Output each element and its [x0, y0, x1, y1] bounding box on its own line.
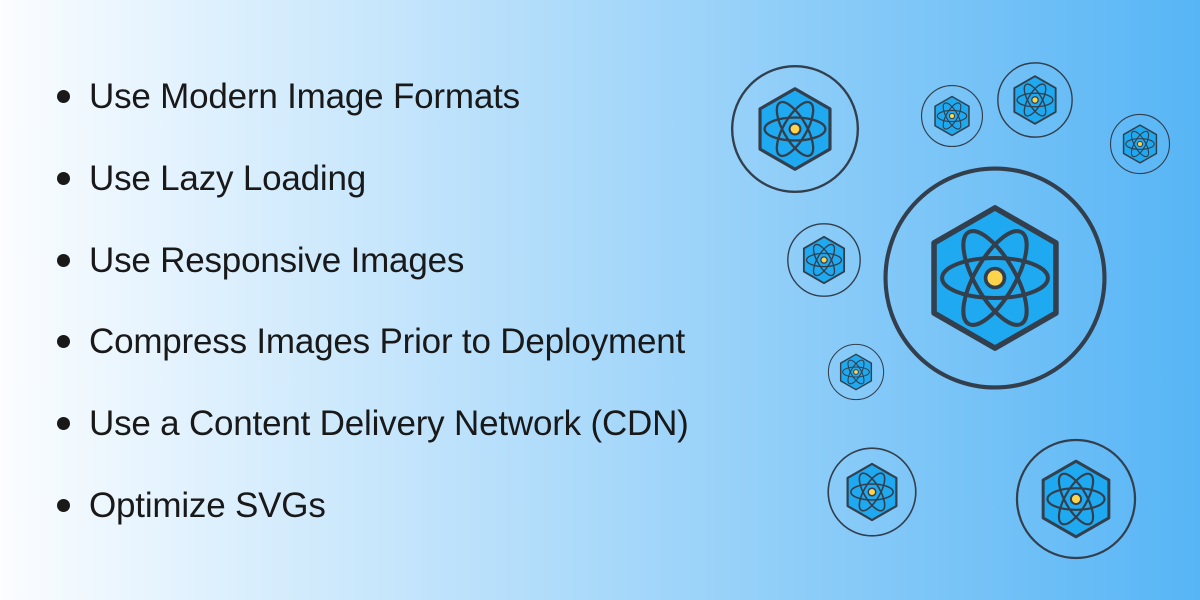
bullet-dot: [57, 253, 70, 267]
list-item: Optimize SVGs: [50, 464, 689, 546]
bullet-dot: [57, 498, 70, 512]
bullet-dot: [57, 172, 70, 186]
atom-hexagon-icon: [786, 222, 862, 298]
atom-icon-svg: [1014, 437, 1138, 561]
atom-icon-svg: [920, 84, 984, 148]
atom-icon-svg: [786, 222, 862, 298]
list-item-text: Compress Images Prior to Deployment: [89, 322, 685, 362]
list-item: Use Lazy Loading: [50, 138, 689, 220]
list-item: Compress Images Prior to Deployment: [50, 301, 689, 383]
list-item: Use a Content Delivery Network (CDN): [50, 383, 689, 465]
atom-icon-svg: [1109, 113, 1171, 175]
atom-hexagon-icon: [827, 343, 885, 401]
bullet-dot: [57, 335, 70, 349]
list-item: Use Responsive Images: [50, 219, 689, 301]
atom-icon-svg: [827, 343, 885, 401]
atom-hexagon-icon: [1014, 437, 1138, 561]
list-item-text: Use Responsive Images: [89, 240, 465, 280]
tips-list: Use Modern Image Formats Use Lazy Loadin…: [50, 56, 689, 546]
list-item-text: Optimize SVGs: [89, 485, 326, 525]
atom-icon-svg: [826, 446, 918, 538]
bullet-dot: [57, 417, 70, 431]
list-item-text: Use Modern Image Formats: [89, 77, 520, 117]
bullet-dot: [57, 90, 70, 104]
atom-icon-svg: [729, 63, 861, 195]
atom-hexagon-icon: [996, 61, 1074, 139]
atom-hexagon-icon: [826, 446, 918, 538]
atom-hexagon-icon-large: [880, 163, 1110, 393]
atom-icon-svg: [880, 163, 1110, 393]
atom-hexagon-icon: [1109, 113, 1171, 175]
atom-hexagon-icon: [920, 84, 984, 148]
list-item-text: Use Lazy Loading: [89, 159, 366, 199]
list-item: Use Modern Image Formats: [50, 56, 689, 138]
atom-hexagon-icon: [729, 63, 861, 195]
list-item-text: Use a Content Delivery Network (CDN): [89, 404, 689, 444]
atom-icon-svg: [996, 61, 1074, 139]
